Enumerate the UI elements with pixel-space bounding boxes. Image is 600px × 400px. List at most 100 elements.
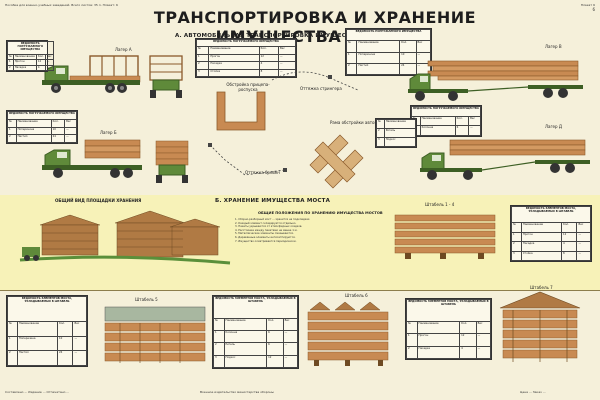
provisions-list: 1. Сборно-разборный мост ... хранится на… bbox=[235, 218, 385, 243]
th: Вес bbox=[415, 40, 432, 53]
footer-left: Составлено ... Издание ... Отпечатано ..… bbox=[5, 390, 70, 394]
th: Кол. bbox=[399, 40, 417, 53]
truck-load-b-illustration bbox=[42, 139, 142, 178]
th: № bbox=[7, 321, 18, 337]
table-caption: ВЕДОМОСТЬ ЭЛЕМЕНТОВ МОСТА, УКЛАДЫВАЕМЫХ … bbox=[7, 295, 87, 323]
provision-item: 4. Расстояние между пакетами не менее 1 … bbox=[235, 228, 298, 232]
provision-item: 1. Сборно-разборный мост ... хранится на… bbox=[235, 218, 311, 221]
th: Наименование bbox=[416, 320, 461, 335]
table-stack-7: ВЕДОМОСТЬ ЭЛЕМЕНТОВ МОСТА, УКЛАДЫВАЕМЫХ … bbox=[405, 298, 492, 360]
th: № bbox=[406, 320, 418, 335]
truck-load-v-illustration bbox=[408, 60, 583, 101]
th: Вес bbox=[282, 317, 299, 331]
load-a-label: Лагер А bbox=[115, 47, 132, 52]
th: № bbox=[376, 119, 385, 129]
th: № bbox=[345, 40, 358, 53]
table-caption: ВЕДОМОСТЬ ЭЛЕМЕНТОВ МОСТА, УКЛАДЫВАЕМЫХ … bbox=[406, 299, 491, 322]
th: Кол. bbox=[56, 321, 74, 337]
clamp-label: Обстройка прицепа-роспуска bbox=[226, 82, 270, 92]
th: Вес bbox=[72, 321, 87, 337]
table-stack-6: ВЕДОМОСТЬ ЭЛЕМЕНТОВ МОСТА, УКЛАДЫВАЕМЫХ … bbox=[212, 295, 299, 369]
th: Наименование bbox=[223, 317, 268, 331]
provision-item: 5. Металлические элементы смазываются. bbox=[235, 232, 294, 236]
truck-front-view-a bbox=[149, 55, 183, 98]
fix-frame-drawing bbox=[309, 134, 364, 189]
th: Наименование bbox=[520, 222, 562, 233]
th: Кол. bbox=[266, 317, 284, 331]
clamp-drawing bbox=[216, 91, 266, 131]
th: № bbox=[511, 222, 522, 233]
th: № bbox=[195, 46, 210, 55]
truck-load-a-illustration bbox=[42, 55, 141, 93]
th: Наименование bbox=[208, 46, 260, 55]
rope-drawing bbox=[271, 71, 359, 91]
table-caption: ВЕДОМОСТЬ ЭЛЕМЕНТОВ МОСТА, УКЛАДЫВАЕМЫХ … bbox=[511, 205, 591, 224]
poster-title: ТРАНСПОРТИРОВКА И ХРАНЕНИЕ ИМУЩЕСТВА МОС… bbox=[153, 8, 477, 46]
th: Вес bbox=[475, 320, 492, 335]
tie-drawing bbox=[208, 143, 287, 176]
section-b-band bbox=[0, 195, 600, 290]
table-caption: ВЕДОМОСТЬ ПОГРУЖАЕМОГО ИМУЩЕСТВА bbox=[411, 106, 481, 117]
th: Наименование bbox=[356, 40, 401, 53]
stack-1-4-label: Штабель 1 - 4 bbox=[425, 202, 455, 207]
th: Вес bbox=[277, 46, 297, 55]
load-v-label: Лагер В bbox=[545, 44, 562, 49]
header-right-note: Плакат 6 bbox=[580, 3, 595, 7]
stack-7-drawing bbox=[499, 291, 581, 362]
fix-label: Рама обстройки автомобиля bbox=[330, 120, 390, 125]
table-caption: ВЕДОМОСТЬ ПОГРУЖАЕМОГО ИМУЩЕСТВА bbox=[196, 38, 296, 48]
load-d-label: Лагер Д bbox=[545, 124, 562, 129]
provision-item: 3. Пакеты укрываются от атмосферных осад… bbox=[235, 225, 303, 229]
header-left-note: Пособие для военно-учебных заведений. Вс… bbox=[5, 3, 118, 7]
th: Наименование bbox=[16, 321, 58, 337]
provision-item: 2. Каждый элемент складируется отдельно. bbox=[235, 221, 297, 225]
th: № bbox=[213, 317, 225, 331]
footer-right: Цена ... Заказ ... bbox=[520, 390, 546, 394]
table-stack-5: ВЕДОМОСТЬ ЭЛЕМЕНТОВ МОСТА, УКЛАДЫВАЕМЫХ … bbox=[6, 295, 88, 367]
stack-7-label: Штабель 7 bbox=[530, 285, 553, 290]
provision-item: 6. Деревянные элементы антисептируются. bbox=[235, 235, 296, 239]
section-divider bbox=[0, 290, 600, 291]
section-b-title: Б. ХРАНЕНИЕ ИМУЩЕСТВА МОСТА bbox=[215, 198, 331, 204]
tie-label: Оттяжка бревен bbox=[245, 170, 280, 175]
stack-5-label: Штабель 5 bbox=[135, 297, 158, 302]
table-load-a-caption: ВЕДОМОСТЬ ПОГРУЖАЕМОГО ИМУЩЕСТВА bbox=[7, 40, 54, 56]
th: Кол. bbox=[454, 115, 470, 127]
th: Вес bbox=[64, 118, 77, 128]
load-b-label: Лагер Б bbox=[100, 130, 117, 135]
stack-1-4-drawing bbox=[394, 214, 496, 259]
truck-load-d-illustration bbox=[420, 139, 590, 180]
section-a-title: А. АВТОМОБИЛЬНАЯ ТРАНСПОРТИРОВКА ИМУЩЕСТ… bbox=[175, 33, 359, 39]
general-view-label: ОБЩИЙ ВИД ПЛОЩАДКИ ХРАНЕНИЯ bbox=[55, 198, 142, 203]
th: Кол. bbox=[258, 46, 279, 55]
storage-area-illustration bbox=[19, 210, 231, 265]
table-caption: ВЕДОМОСТЬ ЭЛЕМЕНТОВ МОСТА, УКЛАДЫВАЕМЫХ … bbox=[213, 296, 298, 319]
header-right-number: 6 bbox=[592, 7, 595, 12]
rope-label: Оттяжка стрингера bbox=[300, 86, 342, 91]
provision-item: 7. Имущество осматривается периодически. bbox=[235, 239, 297, 243]
th: Вес bbox=[576, 222, 591, 233]
